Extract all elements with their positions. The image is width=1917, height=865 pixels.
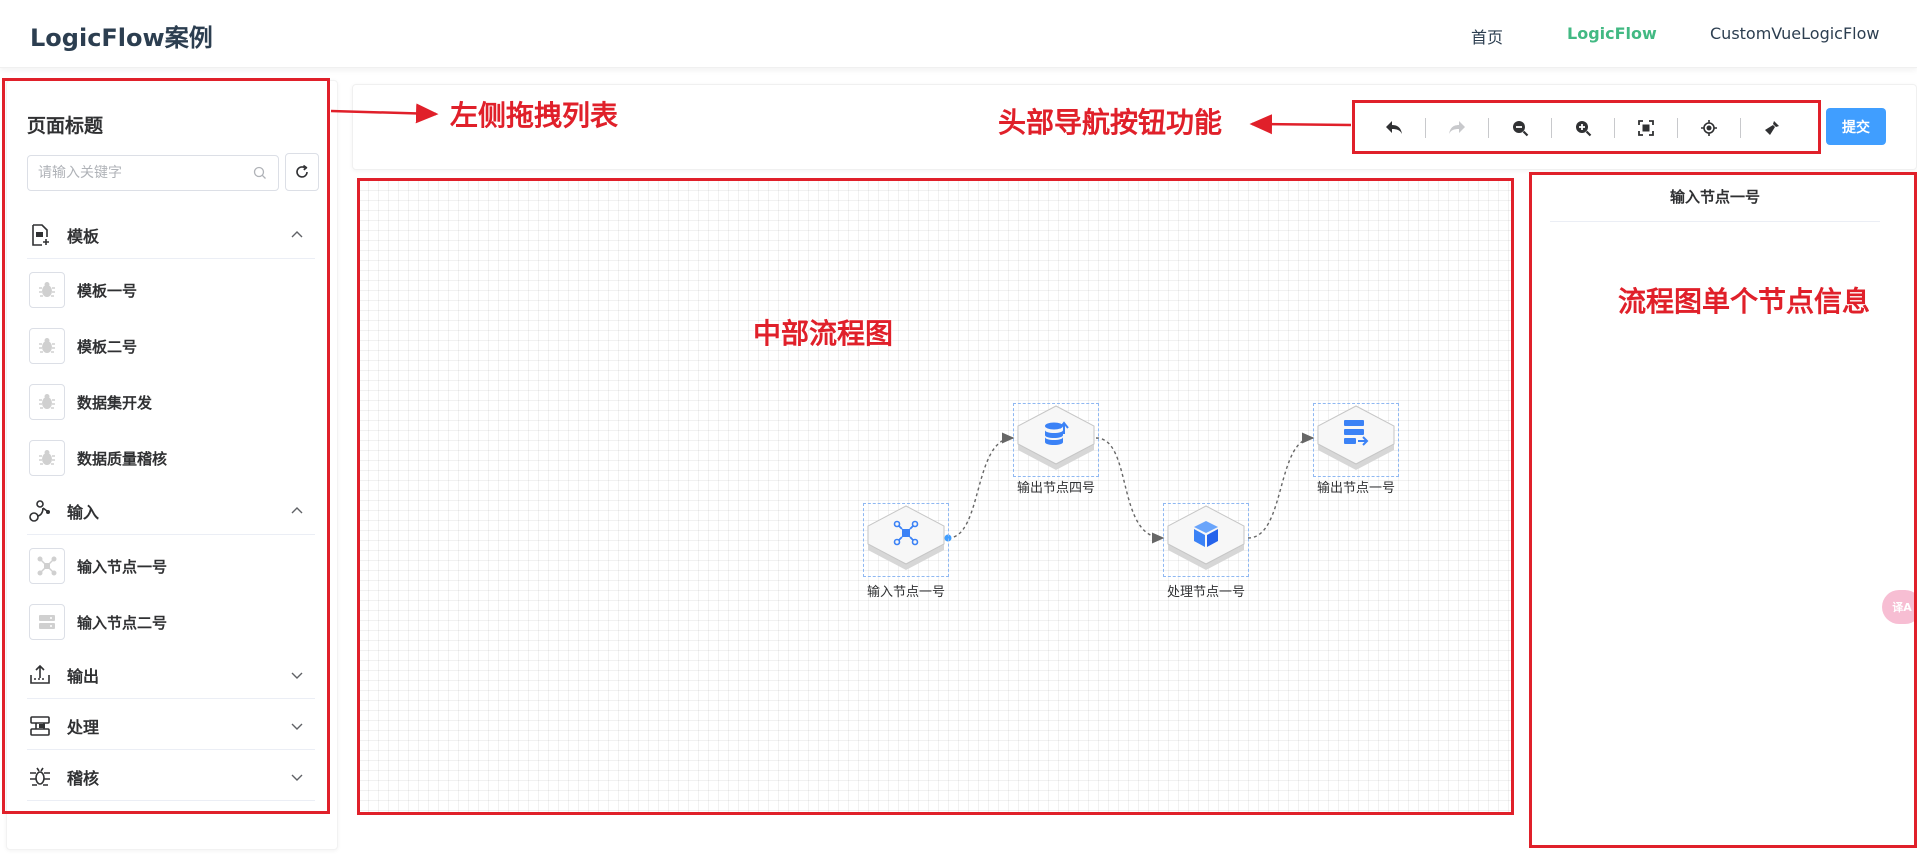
annotation-label-left-list: 左侧拖拽列表 <box>450 99 619 132</box>
chevron-down-icon <box>291 774 303 781</box>
submit-button[interactable]: 提交 <box>1826 108 1886 145</box>
bug-icon <box>29 440 65 476</box>
drag-item-template-2[interactable]: 模板二号 <box>29 327 309 365</box>
nav-logicflow[interactable]: LogicFlow <box>1567 24 1657 43</box>
network-icon <box>867 505 945 570</box>
bug-icon <box>29 384 65 420</box>
zoom-out-icon <box>1512 121 1528 137</box>
drag-item-input-2[interactable]: 输入节点二号 <box>29 603 309 641</box>
chevron-up-icon <box>291 506 303 513</box>
clear-icon <box>1764 121 1779 135</box>
refresh-icon <box>296 164 308 178</box>
audit-icon <box>27 764 53 790</box>
nav-custom-vue-logicflow[interactable]: CustomVueLogicFlow <box>1710 24 1880 43</box>
flow-edges <box>944 432 1315 544</box>
fit-view-button[interactable] <box>1614 110 1677 146</box>
flow-node-process-1[interactable] <box>1163 503 1249 577</box>
locate-icon <box>1700 120 1717 136</box>
undo-button[interactable] <box>1362 110 1425 146</box>
bug-icon <box>29 328 65 364</box>
group-header-input[interactable]: 输入 <box>27 487 315 535</box>
edge-n3-n4 <box>1247 432 1315 539</box>
list-export-icon <box>1317 405 1395 470</box>
redo-button[interactable] <box>1425 110 1488 146</box>
search-icon <box>253 166 266 179</box>
group-label-process: 处理 <box>67 717 100 737</box>
input-icon <box>27 498 53 524</box>
node-properties-title: 输入节点一号 <box>1550 186 1880 222</box>
anchor-point <box>944 534 952 542</box>
zoom-out-button[interactable] <box>1488 110 1551 146</box>
node-label: 输出节点四号 <box>1016 481 1095 496</box>
group-header-process[interactable]: 处理 <box>27 702 315 750</box>
drag-item-input-1[interactable]: 输入节点一号 <box>29 547 309 585</box>
nav-home[interactable]: 首页 <box>1471 28 1504 47</box>
sidebar-panel: 页面标题 模板 模板一号 模板二号 数据集开发 数据质量稽核 输入 <box>6 80 338 850</box>
group-header-template[interactable]: 模板 <box>27 211 315 259</box>
annotation-label-canvas: 中部流程图 <box>753 317 894 350</box>
annotation-label-node-info: 流程图单个节点信息 <box>1618 285 1871 318</box>
locate-button[interactable] <box>1677 110 1740 146</box>
chevron-up-icon <box>291 230 303 237</box>
drag-item-dataset-dev[interactable]: 数据集开发 <box>29 383 309 421</box>
translate-icon[interactable]: 译A <box>1882 590 1917 624</box>
node-label: 处理节点一号 <box>1166 585 1245 600</box>
node-label: 输入节点一号 <box>866 585 945 600</box>
group-header-audit[interactable]: 稽核 <box>27 753 315 801</box>
edge-n2-n3 <box>1095 437 1165 544</box>
flow-node-input-1[interactable] <box>863 503 949 577</box>
annotation-label-toolbar: 头部导航按钮功能 <box>998 106 1223 139</box>
redo-icon <box>1448 121 1465 134</box>
drag-item-label: 输入节点二号 <box>77 613 168 632</box>
drag-item-label: 输入节点一号 <box>77 557 168 576</box>
group-label-input: 输入 <box>67 502 100 522</box>
drag-item-label: 模板一号 <box>77 281 138 300</box>
network-icon <box>29 548 65 584</box>
zoom-in-icon <box>1575 121 1591 137</box>
flow-canvas[interactable]: 输入节点一号 输出节点四号 处理节点一号 <box>358 180 1511 814</box>
drag-item-label: 数据集开发 <box>77 393 153 412</box>
search-field[interactable] <box>27 155 279 191</box>
flow-node-output-1[interactable] <box>1313 403 1399 477</box>
bug-icon <box>29 272 65 308</box>
sidebar-title: 页面标题 <box>27 115 104 137</box>
template-icon <box>27 222 53 248</box>
search-input[interactable] <box>38 156 248 190</box>
group-header-output[interactable]: 输出 <box>27 651 315 699</box>
edge-n1-n2 <box>947 432 1015 539</box>
node-label: 输出节点一号 <box>1316 481 1395 496</box>
clear-button[interactable] <box>1740 110 1803 146</box>
brand-title: LogicFlow案例 <box>30 24 213 52</box>
undo-icon <box>1385 121 1402 134</box>
flow-toolbar <box>1362 110 1812 146</box>
process-icon <box>27 713 53 739</box>
toolbar-card <box>352 84 1917 170</box>
drag-item-template-1[interactable]: 模板一号 <box>29 271 309 309</box>
server-icon <box>29 604 65 640</box>
database-upload-icon <box>1017 405 1095 470</box>
flow-node-output-4[interactable] <box>1013 403 1099 477</box>
cube-icon <box>1167 505 1245 570</box>
app-header: LogicFlow案例 首页 LogicFlow CustomVueLogicF… <box>0 0 1917 68</box>
output-icon <box>27 662 53 688</box>
zoom-in-button[interactable] <box>1551 110 1614 146</box>
group-label-template: 模板 <box>67 226 100 246</box>
group-label-output: 输出 <box>67 666 100 686</box>
node-properties-panel: 输入节点一号 <box>1530 172 1917 848</box>
fit-view-icon <box>1637 120 1654 136</box>
chevron-down-icon <box>291 672 303 679</box>
drag-item-label: 模板二号 <box>77 337 138 356</box>
refresh-button[interactable] <box>285 153 319 191</box>
chevron-down-icon <box>291 723 303 730</box>
drag-item-label: 数据质量稽核 <box>77 449 168 468</box>
drag-item-data-quality[interactable]: 数据质量稽核 <box>29 439 309 477</box>
group-label-audit: 稽核 <box>67 768 100 788</box>
